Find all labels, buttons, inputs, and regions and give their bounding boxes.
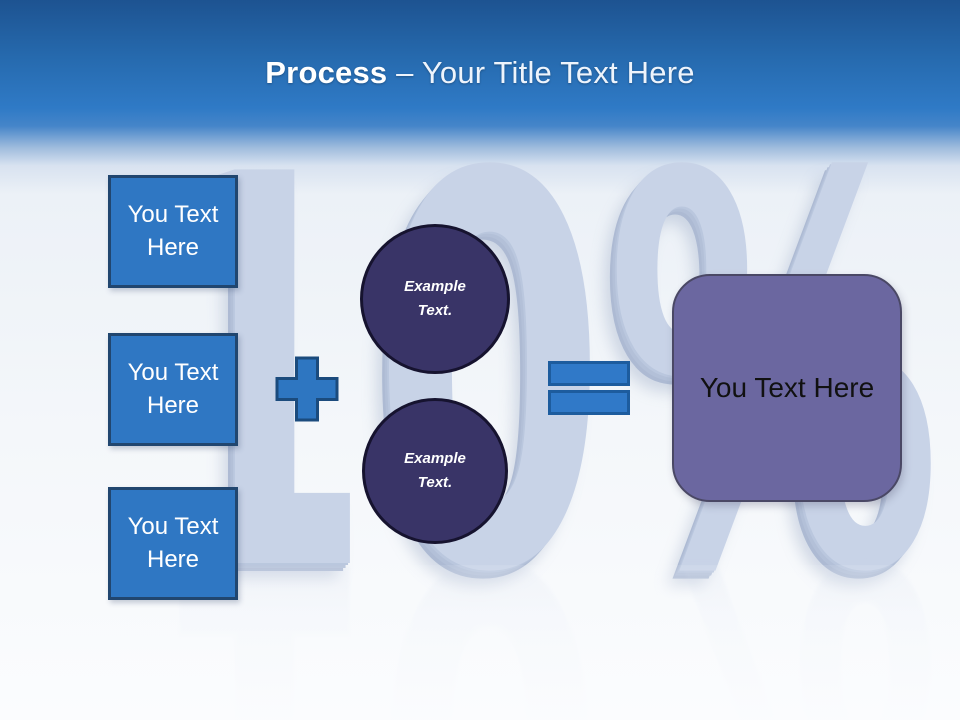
text-box-3: You Text Here bbox=[108, 487, 238, 600]
slide-title-subtitle: – Your Title Text Here bbox=[396, 55, 695, 90]
result-box: You Text Here bbox=[672, 274, 902, 502]
plus-icon bbox=[275, 356, 339, 427]
text-box-2: You Text Here bbox=[108, 333, 238, 446]
equals-icon bbox=[548, 361, 632, 422]
result-box-label: You Text Here bbox=[699, 372, 875, 403]
text-box-1-label: You Text Here bbox=[127, 201, 219, 261]
example-circle-1-label: Example Text. bbox=[404, 278, 466, 319]
slide-title: Process – Your Title Text Here bbox=[0, 54, 960, 91]
example-circle-2: Example Text. bbox=[362, 398, 508, 544]
example-circle-1: Example Text. bbox=[360, 224, 510, 374]
slide-title-keyword: Process bbox=[265, 55, 388, 90]
text-box-2-label: You Text Here bbox=[127, 359, 219, 419]
text-box-3-label: You Text Here bbox=[127, 513, 219, 573]
text-box-1: You Text Here bbox=[108, 175, 238, 288]
example-circle-2-label: Example Text. bbox=[404, 450, 466, 491]
